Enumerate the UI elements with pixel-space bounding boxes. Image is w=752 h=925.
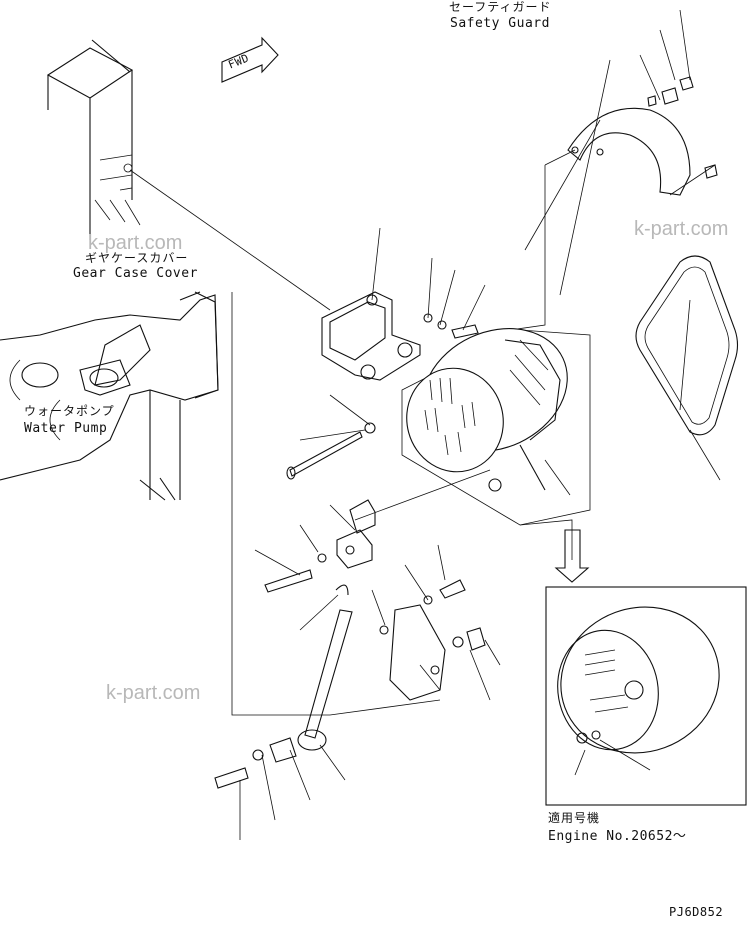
water-pump-label-jp: ウォータポンプ — [24, 404, 115, 418]
mount-bracket — [321, 291, 421, 381]
gear-case-cover-label-jp: ギヤケースカバー — [85, 251, 189, 265]
watermark: k-part.com — [106, 682, 201, 704]
safety-guard — [567, 76, 718, 196]
adjusting-link — [214, 499, 486, 789]
watermark: k-part.com — [88, 232, 183, 254]
safety-guard-label: Safety Guard — [450, 16, 550, 31]
inset-alternator — [545, 586, 747, 806]
safety-guard-label-jp: セーフティガード — [449, 0, 552, 14]
engine-number-label: Engine No.20652～ — [548, 829, 687, 844]
water-pump — [0, 291, 219, 501]
fan-belt — [635, 255, 739, 436]
watermark: k-part.com — [634, 218, 729, 240]
fwd-arrow — [221, 36, 279, 83]
drawing-code: PJ6D852 — [669, 905, 724, 919]
alternator — [406, 328, 568, 492]
inset-arrow — [554, 529, 590, 583]
water-pump-label: Water Pump — [24, 421, 108, 436]
bracket-fasteners — [286, 313, 479, 480]
applicable-label-jp: 適用号機 — [548, 811, 601, 825]
gear-case-cover — [46, 39, 141, 240]
gear-case-cover-label: Gear Case Cover — [73, 266, 198, 281]
